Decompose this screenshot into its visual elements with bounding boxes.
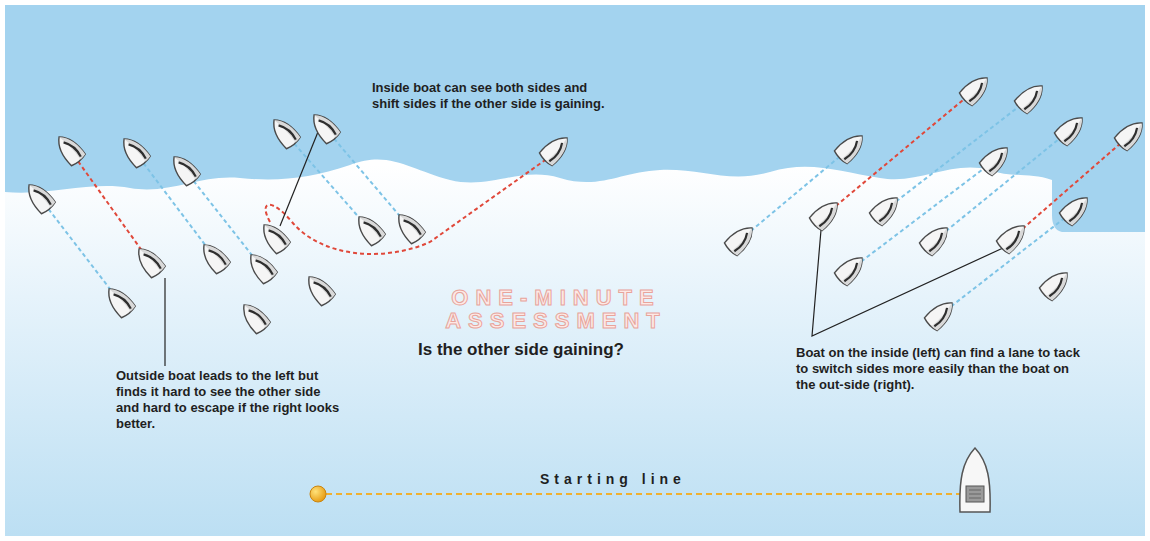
callout-note: Outside boat leads to the left but finds…: [116, 368, 344, 431]
starting-line: [326, 493, 968, 495]
blue-trail: [850, 160, 995, 270]
blue-trail: [885, 98, 1030, 210]
red-trail: [1012, 135, 1130, 238]
sailboat: [1053, 111, 1088, 146]
sailboat: [102, 283, 136, 319]
blue-trail: [40, 198, 120, 302]
sailboat: [833, 251, 868, 286]
sailboat: [1038, 266, 1073, 301]
sailboat: [958, 71, 993, 106]
red-trail: [825, 90, 975, 215]
committee-boat: [960, 448, 990, 512]
blue-trail: [935, 130, 1070, 240]
committee-hull: [960, 448, 990, 512]
leader-group: [165, 122, 1003, 366]
cabin-detail: [969, 490, 981, 491]
sailboat: [1113, 116, 1148, 151]
water: [5, 5, 1145, 536]
sailboat: [392, 209, 426, 245]
sailboat: [723, 221, 758, 256]
sailboat: [808, 196, 843, 231]
sailboat: [978, 141, 1013, 176]
sailboat: [22, 179, 56, 215]
sailboat: [1058, 191, 1093, 226]
blue-trail: [325, 128, 410, 228]
sailboat: [833, 129, 868, 164]
committee-cabin: [966, 486, 984, 502]
sailboat: [1013, 79, 1048, 114]
callout-note: Boat on the inside (left) can find a lan…: [796, 345, 1091, 393]
sailboat: [257, 219, 291, 255]
sailboat: [267, 114, 301, 150]
sailboat: [538, 131, 573, 166]
assessment-title: ONE-MINUTE ASSESSMENT: [418, 286, 694, 332]
cabin-detail: [969, 494, 981, 495]
question-text: Is the other side gaining?: [418, 340, 718, 361]
pin-buoy: [310, 486, 326, 502]
leader-line: [812, 230, 1003, 336]
callout-note: Inside boat can see both sides and shift…: [372, 80, 617, 112]
sailboat: [307, 109, 341, 145]
sailboat: [237, 299, 271, 335]
line-label: Starting line: [540, 471, 760, 488]
red-trail: [266, 153, 555, 254]
blue-trail: [740, 148, 850, 240]
blue-trail: [940, 210, 1075, 315]
sailboat: [918, 221, 953, 256]
sailboat: [923, 296, 958, 331]
sailboat: [868, 191, 903, 226]
leader-line: [164, 278, 165, 366]
sailboat: [52, 131, 86, 167]
sailboat: [302, 271, 336, 307]
open-water: [5, 5, 1145, 232]
trail-group: [40, 90, 1130, 315]
sailboat: [995, 219, 1030, 254]
sailboat: [132, 243, 166, 279]
sailboat: [352, 211, 386, 247]
blue-trail: [135, 152, 215, 258]
cabin-detail: [969, 498, 981, 499]
sailboat: [197, 239, 231, 275]
sailboat: [244, 249, 278, 285]
sailboat: [167, 151, 201, 187]
sailboat: [117, 133, 151, 169]
